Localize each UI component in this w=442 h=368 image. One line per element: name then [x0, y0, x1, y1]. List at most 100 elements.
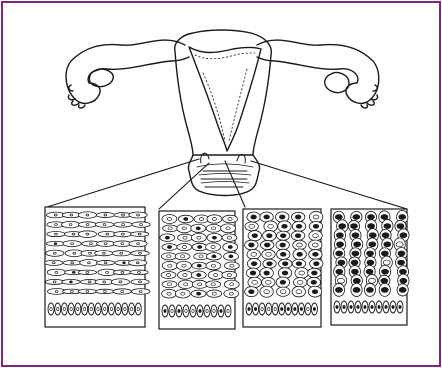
cell [197, 236, 201, 239]
cell [265, 280, 271, 284]
cell [351, 269, 358, 274]
cell [280, 234, 286, 238]
cell [297, 243, 303, 247]
cell [212, 236, 216, 239]
cell [121, 233, 124, 235]
cell [274, 307, 276, 310]
cell [117, 307, 119, 310]
cell [343, 305, 345, 308]
cell [171, 309, 173, 312]
cell [312, 243, 318, 247]
left-fallopian-tube [66, 40, 189, 103]
cell [254, 307, 256, 310]
cell [121, 243, 124, 245]
cell [392, 305, 394, 308]
cell [55, 290, 58, 292]
cell [119, 281, 122, 283]
cell [213, 309, 215, 312]
cell [311, 280, 317, 284]
cell [198, 283, 202, 286]
cell [264, 290, 270, 294]
cell [206, 309, 208, 312]
cell [196, 227, 200, 230]
cell [130, 307, 132, 310]
cell [397, 224, 404, 229]
cell [267, 307, 269, 310]
cell [369, 233, 376, 238]
cell [167, 218, 171, 221]
cell [354, 242, 361, 247]
cell [282, 262, 288, 266]
cell [197, 292, 201, 295]
cell [90, 307, 92, 310]
cell [251, 215, 257, 219]
cell [53, 252, 56, 254]
cell [102, 252, 105, 254]
cell [336, 233, 343, 238]
cell [137, 243, 140, 245]
cell [211, 283, 215, 286]
cell [97, 307, 99, 310]
cell [50, 307, 52, 310]
cell [400, 278, 407, 283]
epithelium-panels [45, 207, 409, 329]
cell [138, 271, 141, 273]
cell [70, 281, 73, 283]
cell [197, 264, 201, 267]
cell [71, 262, 74, 264]
cell [281, 307, 283, 310]
cell [57, 307, 59, 310]
cell [110, 307, 112, 310]
uterine-cavity [189, 47, 261, 151]
cell [367, 215, 374, 220]
right-ovary [325, 72, 349, 92]
cell [282, 271, 288, 275]
cell [70, 307, 72, 310]
cell [398, 251, 405, 256]
cell [228, 218, 232, 221]
cell [353, 278, 360, 283]
cell [185, 309, 187, 312]
cell [312, 271, 318, 275]
cell [55, 271, 58, 273]
cell [364, 305, 366, 308]
cell [248, 307, 250, 310]
cell [183, 236, 187, 239]
cell [312, 290, 318, 294]
cell [122, 224, 125, 226]
cell [313, 215, 319, 219]
cell [214, 274, 218, 277]
cell [229, 255, 233, 258]
cell [106, 271, 109, 273]
cell [198, 246, 202, 249]
cell [228, 246, 232, 249]
cell [399, 215, 406, 220]
cell [137, 307, 139, 310]
cell [396, 242, 403, 247]
cell [226, 227, 230, 230]
cell [63, 307, 65, 310]
cell [77, 307, 79, 310]
cell [313, 307, 315, 310]
cell [227, 274, 231, 277]
cell [183, 274, 187, 277]
cell [72, 233, 75, 235]
cell [295, 234, 301, 238]
cell [264, 215, 270, 219]
cell [352, 251, 359, 256]
uterus-illustration [47, 30, 407, 209]
cell [55, 233, 58, 235]
cell [267, 234, 273, 238]
cell [381, 251, 388, 256]
cell [249, 290, 255, 294]
cell [336, 251, 343, 256]
cell [227, 309, 229, 312]
cell [297, 280, 303, 284]
cell [54, 214, 57, 216]
cell [121, 271, 124, 273]
cell [381, 287, 388, 292]
cell [199, 255, 203, 258]
cell [282, 224, 288, 228]
cell [103, 224, 106, 226]
